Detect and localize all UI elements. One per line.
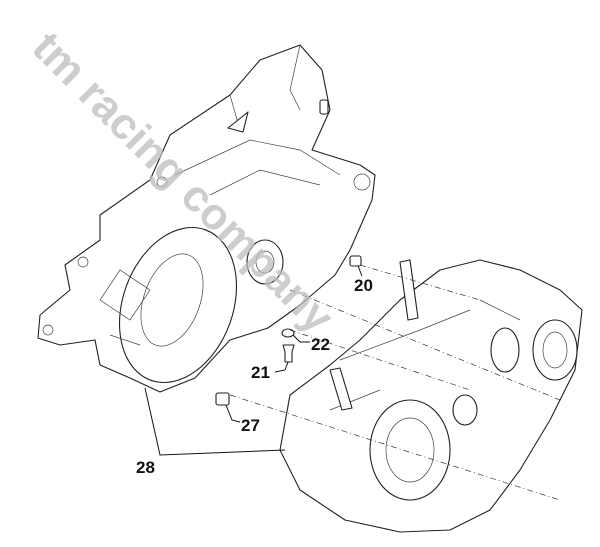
leader-21 [274, 361, 289, 373]
callout-21: 21 [251, 363, 270, 382]
dowel-pin-27 [215, 392, 230, 406]
leader-27 [225, 404, 241, 423]
leader-28 [144, 387, 286, 456]
callout-28: 28 [136, 458, 155, 477]
assembly-axis-line [229, 264, 561, 501]
dowel-pin-20 [349, 255, 362, 267]
leader-20 [357, 265, 363, 277]
right-crankcase-half [279, 259, 583, 533]
leader-22 [292, 334, 310, 343]
callout-22: 22 [311, 335, 330, 354]
screw-21 [282, 344, 295, 363]
callout-27: 27 [241, 416, 260, 435]
washer-22 [281, 328, 295, 338]
callout-20: 20 [354, 276, 373, 295]
left-crankcase-half [37, 44, 376, 393]
